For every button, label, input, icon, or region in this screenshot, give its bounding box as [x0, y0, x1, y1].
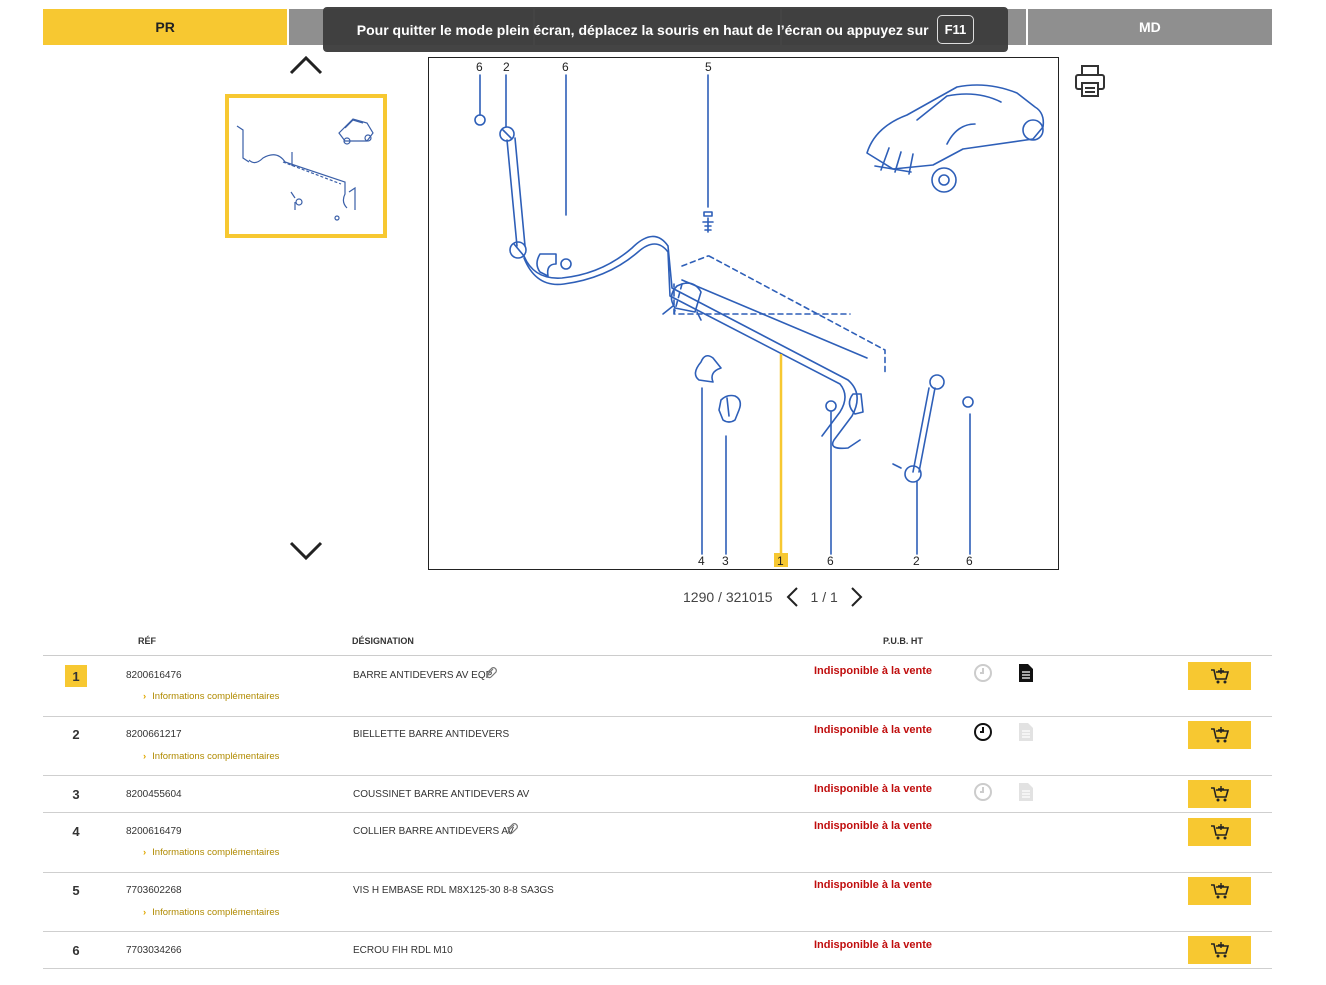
chevron-right-icon: ›	[143, 751, 147, 762]
availability-status: Indisponible à la vente	[814, 783, 932, 795]
add-to-cart-button[interactable]	[1188, 818, 1251, 846]
table-row: 2 8200661217 › Informations complémentair…	[43, 717, 1272, 776]
header-ref: RÉF	[138, 636, 156, 646]
row-number[interactable]: 5	[72, 882, 80, 898]
part-designation: ECROU FIH RDL M10	[353, 945, 453, 956]
anti-roll-bar-exploded-view: 6 2 6 5 4 3 1 6 2 6	[474, 60, 1045, 568]
part-designation: BIELLETTE BARRE ANTIDEVERS	[353, 729, 510, 740]
callout-5[interactable]: 5	[705, 60, 712, 74]
clock-icon[interactable]	[973, 722, 993, 742]
part-designation: COLLIER BARRE ANTIDEVERS AV	[353, 826, 514, 837]
document-icon[interactable]	[1017, 722, 1035, 742]
part-ref: 8200661217	[126, 729, 182, 740]
availability-status: Indisponible à la vente	[814, 665, 932, 677]
more-info-link[interactable]: › Informations complémentaires	[143, 691, 279, 702]
parts-diagram: 6 2 6 5 4 3 1 6 2 6	[428, 57, 1059, 570]
callout-1[interactable]: 1	[777, 554, 784, 568]
chevron-right-icon[interactable]	[846, 584, 866, 610]
table-row: 1 8200616476 › Informations complémentair…	[43, 657, 1272, 717]
callout-3[interactable]: 3	[722, 554, 729, 568]
part-designation: COUSSINET BARRE ANTIDEVERS AV	[353, 789, 530, 800]
chevron-up-icon[interactable]	[289, 54, 323, 76]
callout-6[interactable]: 6	[562, 60, 569, 74]
tab-md[interactable]: MD	[1027, 9, 1273, 45]
table-row: 4 8200616479 › Informations complémentair…	[43, 813, 1272, 873]
cart-add-icon	[1210, 668, 1229, 684]
more-info-link[interactable]: › Informations complémentaires	[143, 907, 279, 918]
chevron-right-icon: ›	[143, 847, 147, 858]
table-row: 3 8200455604 COUSSINET BARRE ANTIDEVERS …	[43, 776, 1272, 813]
fullscreen-notice: Pour quitter le mode plein écran, déplac…	[323, 7, 1008, 52]
row-number[interactable]: 3	[72, 786, 80, 802]
cart-add-icon	[1210, 786, 1229, 802]
callout-6[interactable]: 6	[966, 554, 973, 568]
header-designation: DÉSIGNATION	[352, 636, 414, 646]
f11-key: F11	[936, 15, 975, 44]
cart-add-icon	[1210, 824, 1229, 840]
row-number[interactable]: 2	[72, 726, 80, 742]
callout-1-highlight	[774, 553, 788, 567]
part-ref: 7703034266	[126, 945, 182, 956]
more-info-link[interactable]: › Informations complémentaires	[143, 751, 279, 762]
more-info-label: Informations complémentaires	[152, 691, 280, 702]
document-icon[interactable]	[1017, 782, 1035, 802]
add-to-cart-button[interactable]	[1188, 662, 1251, 690]
add-to-cart-button[interactable]	[1188, 877, 1251, 905]
availability-status: Indisponible à la vente	[814, 879, 932, 891]
tab-pr[interactable]: PR	[43, 9, 288, 45]
chevron-right-icon: ›	[143, 691, 147, 702]
clock-icon[interactable]	[973, 663, 993, 683]
more-info-link[interactable]: › Informations complémentaires	[143, 847, 279, 858]
row-number[interactable]: 4	[72, 823, 80, 839]
callouts-bottom: 4 3 1 6 2 6	[698, 554, 973, 568]
clock-icon[interactable]	[973, 782, 993, 802]
row-number[interactable]: 6	[72, 942, 80, 958]
cart-add-icon	[1210, 883, 1229, 899]
availability-status: Indisponible à la vente	[814, 939, 932, 951]
diagram-pager: 1290 / 321015 1 / 1	[683, 584, 866, 610]
callout-2[interactable]: 2	[503, 60, 510, 74]
callout-4[interactable]: 4	[698, 554, 705, 568]
thumbnail-diagram-image	[236, 118, 374, 221]
cart-add-icon	[1210, 942, 1229, 958]
add-to-cart-button[interactable]	[1188, 721, 1251, 749]
part-ref: 7703602268	[126, 885, 182, 896]
chevron-down-icon[interactable]	[289, 540, 323, 562]
availability-status: Indisponible à la vente	[814, 724, 932, 736]
more-info-label: Informations complémentaires	[152, 907, 280, 918]
paperclip-icon[interactable]	[484, 666, 498, 680]
row-number[interactable]: 1	[65, 665, 87, 687]
parts-table-header: RÉF DÉSIGNATION P.U.B. HT	[43, 632, 1272, 656]
diagram-reference: 1290 / 321015	[683, 589, 773, 605]
availability-status: Indisponible à la vente	[814, 820, 932, 832]
more-info-label: Informations complémentaires	[152, 847, 280, 858]
page-indicator: 1 / 1	[810, 589, 838, 605]
printer-icon[interactable]	[1073, 63, 1107, 99]
paperclip-icon[interactable]	[505, 822, 519, 836]
add-to-cart-button[interactable]	[1188, 780, 1251, 808]
diagram-thumbnail[interactable]	[225, 94, 387, 238]
header-price: P.U.B. HT	[883, 636, 923, 646]
callouts-top: 6 2 6 5	[476, 60, 712, 74]
cart-add-icon	[1210, 727, 1229, 743]
more-info-label: Informations complémentaires	[152, 751, 280, 762]
document-icon[interactable]	[1017, 663, 1035, 683]
chevron-right-icon: ›	[143, 907, 147, 918]
part-ref: 8200616479	[126, 826, 182, 837]
callout-6[interactable]: 6	[476, 60, 483, 74]
callout-6[interactable]: 6	[827, 554, 834, 568]
chevron-left-icon[interactable]	[783, 584, 803, 610]
part-ref: 8200455604	[126, 789, 182, 800]
table-row: 5 7703602268 › Informations complémentair…	[43, 873, 1272, 932]
add-to-cart-button[interactable]	[1188, 936, 1251, 964]
part-ref: 8200616476	[126, 670, 182, 681]
callout-2[interactable]: 2	[913, 554, 920, 568]
fullscreen-message: Pour quitter le mode plein écran, déplac…	[356, 21, 929, 38]
part-designation: BARRE ANTIDEVERS AV EQP	[353, 670, 493, 681]
part-designation: VIS H EMBASE RDL M8X125-30 8-8 SA3GS	[353, 885, 554, 896]
table-row: 6 7703034266 ECROU FIH RDL M10 Indisponi…	[43, 932, 1272, 969]
